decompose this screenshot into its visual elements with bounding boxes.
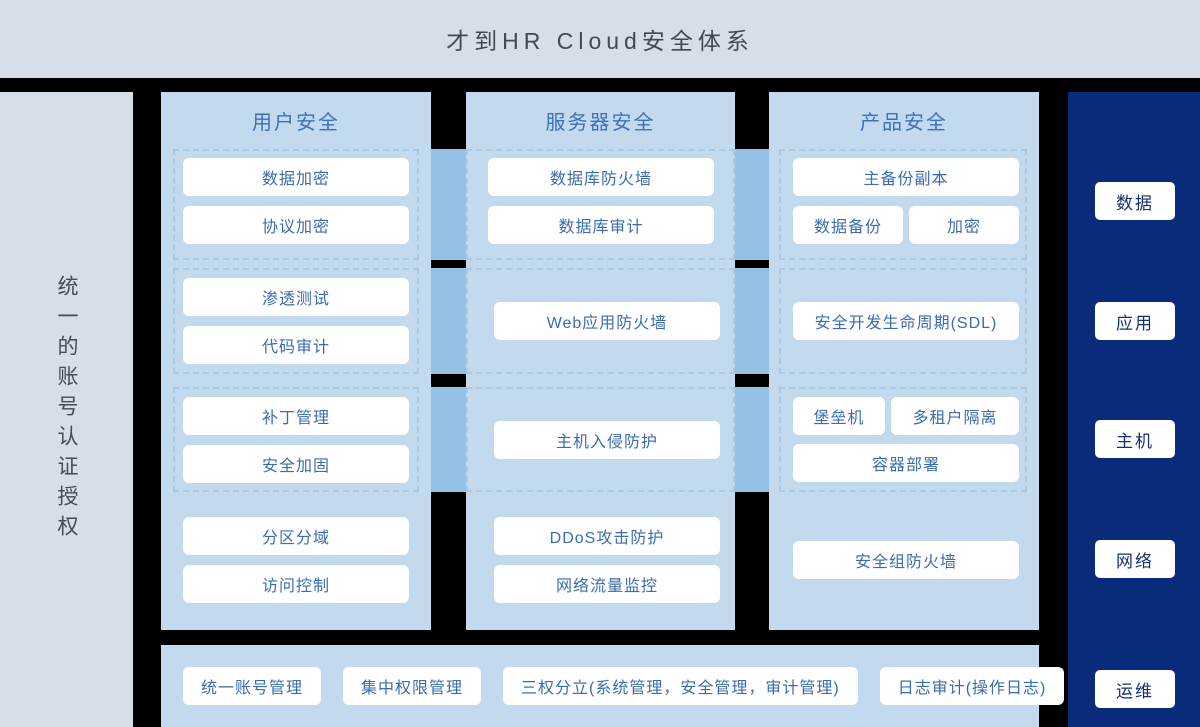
chip-bastion-host[interactable]: 堡垒机 [793,397,885,435]
chip-security-group-firewall[interactable]: 安全组防火墙 [793,541,1019,579]
chip-container-deployment[interactable]: 容器部署 [793,444,1019,482]
column-title-1: 用户安全 [252,112,340,134]
rail-badge-network[interactable]: 网络 [1095,540,1175,578]
chip-multi-tenant-isolation[interactable]: 多租户隔离 [891,397,1019,435]
group-frame-1-1 [173,149,419,260]
connector-band-1-a [431,149,466,260]
column-title-2: 服务器安全 [545,112,656,134]
group-frame-2-2 [466,268,735,374]
chip-encryption[interactable]: 加密 [909,206,1019,244]
rail-badge-application[interactable]: 应用 [1095,302,1175,340]
chip-penetration-test[interactable]: 渗透测试 [183,278,409,316]
chip-sdl[interactable]: 安全开发生命周期(SDL) [793,302,1019,340]
chip-primary-backup-replica[interactable]: 主备份副本 [793,158,1019,196]
chip-waf[interactable]: Web应用防火墙 [494,302,720,340]
chip-centralized-permission-management[interactable]: 集中权限管理 [343,667,482,705]
chip-db-audit[interactable]: 数据库审计 [488,206,714,244]
left-rail-label: 统一的账号认证授权 [55,274,79,545]
chip-protocol-encryption[interactable]: 协议加密 [183,206,409,244]
right-rail: 数据 应用 主机 网络 运维 [1068,92,1200,727]
chip-unified-account-management[interactable]: 统一账号管理 [183,667,322,705]
column-product-security: 产品安全 主备份副本 数据备份 加密 安全开发生命周期(SDL) 堡垒机 多租户… [769,92,1039,630]
column-server-security: 服务器安全 数据库防火墙 数据库审计 Web应用防火墙 主机入侵防护 DDoS攻… [466,92,735,630]
chip-db-firewall[interactable]: 数据库防火墙 [488,158,714,196]
connector-band-2-c [735,387,769,492]
rail-badge-data[interactable]: 数据 [1095,182,1175,220]
chip-host-intrusion-protection[interactable]: 主机入侵防护 [494,421,720,459]
group-frame-3-1 [779,149,1027,260]
chip-data-backup[interactable]: 数据备份 [793,206,903,244]
bottom-bar: 统一账号管理 集中权限管理 三权分立(系统管理，安全管理，审计管理) 日志审计(… [161,645,1065,727]
chip-patch-management[interactable]: 补丁管理 [183,397,409,435]
chip-ddos-protection[interactable]: DDoS攻击防护 [494,517,720,555]
chip-zoning[interactable]: 分区分域 [183,517,409,555]
left-rail: 统一的账号认证授权 [0,92,133,727]
chip-network-traffic-monitor[interactable]: 网络流量监控 [494,565,720,603]
group-frame-3-3 [779,387,1027,492]
rail-badge-operations[interactable]: 运维 [1095,670,1175,708]
connector-band-2-b [735,268,769,374]
group-frame-3-2 [779,268,1027,374]
group-frame-1-2 [173,268,419,374]
group-frame-1-3 [173,387,419,492]
chip-separation-of-three-powers[interactable]: 三权分立(系统管理，安全管理，审计管理) [503,667,858,705]
group-frame-2-3 [466,387,735,492]
header-band: 才到HR Cloud安全体系 [0,0,1200,78]
chip-code-audit[interactable]: 代码审计 [183,326,409,364]
chip-security-hardening[interactable]: 安全加固 [183,445,409,483]
rail-badge-host[interactable]: 主机 [1095,420,1175,458]
connector-band-1-c [431,387,466,492]
connector-band-2-a [735,149,769,260]
chip-log-audit[interactable]: 日志审计(操作日志) [879,667,1065,705]
column-title-3: 产品安全 [860,112,948,134]
group-frame-2-1 [466,149,735,260]
chip-access-control[interactable]: 访问控制 [183,565,409,603]
page-title: 才到HR Cloud安全体系 [446,28,754,54]
chip-data-encryption[interactable]: 数据加密 [183,158,409,196]
connector-band-1-b [431,268,466,374]
column-user-security: 用户安全 数据加密 协议加密 渗透测试 代码审计 补丁管理 安全加固 分区分域 … [161,92,431,630]
